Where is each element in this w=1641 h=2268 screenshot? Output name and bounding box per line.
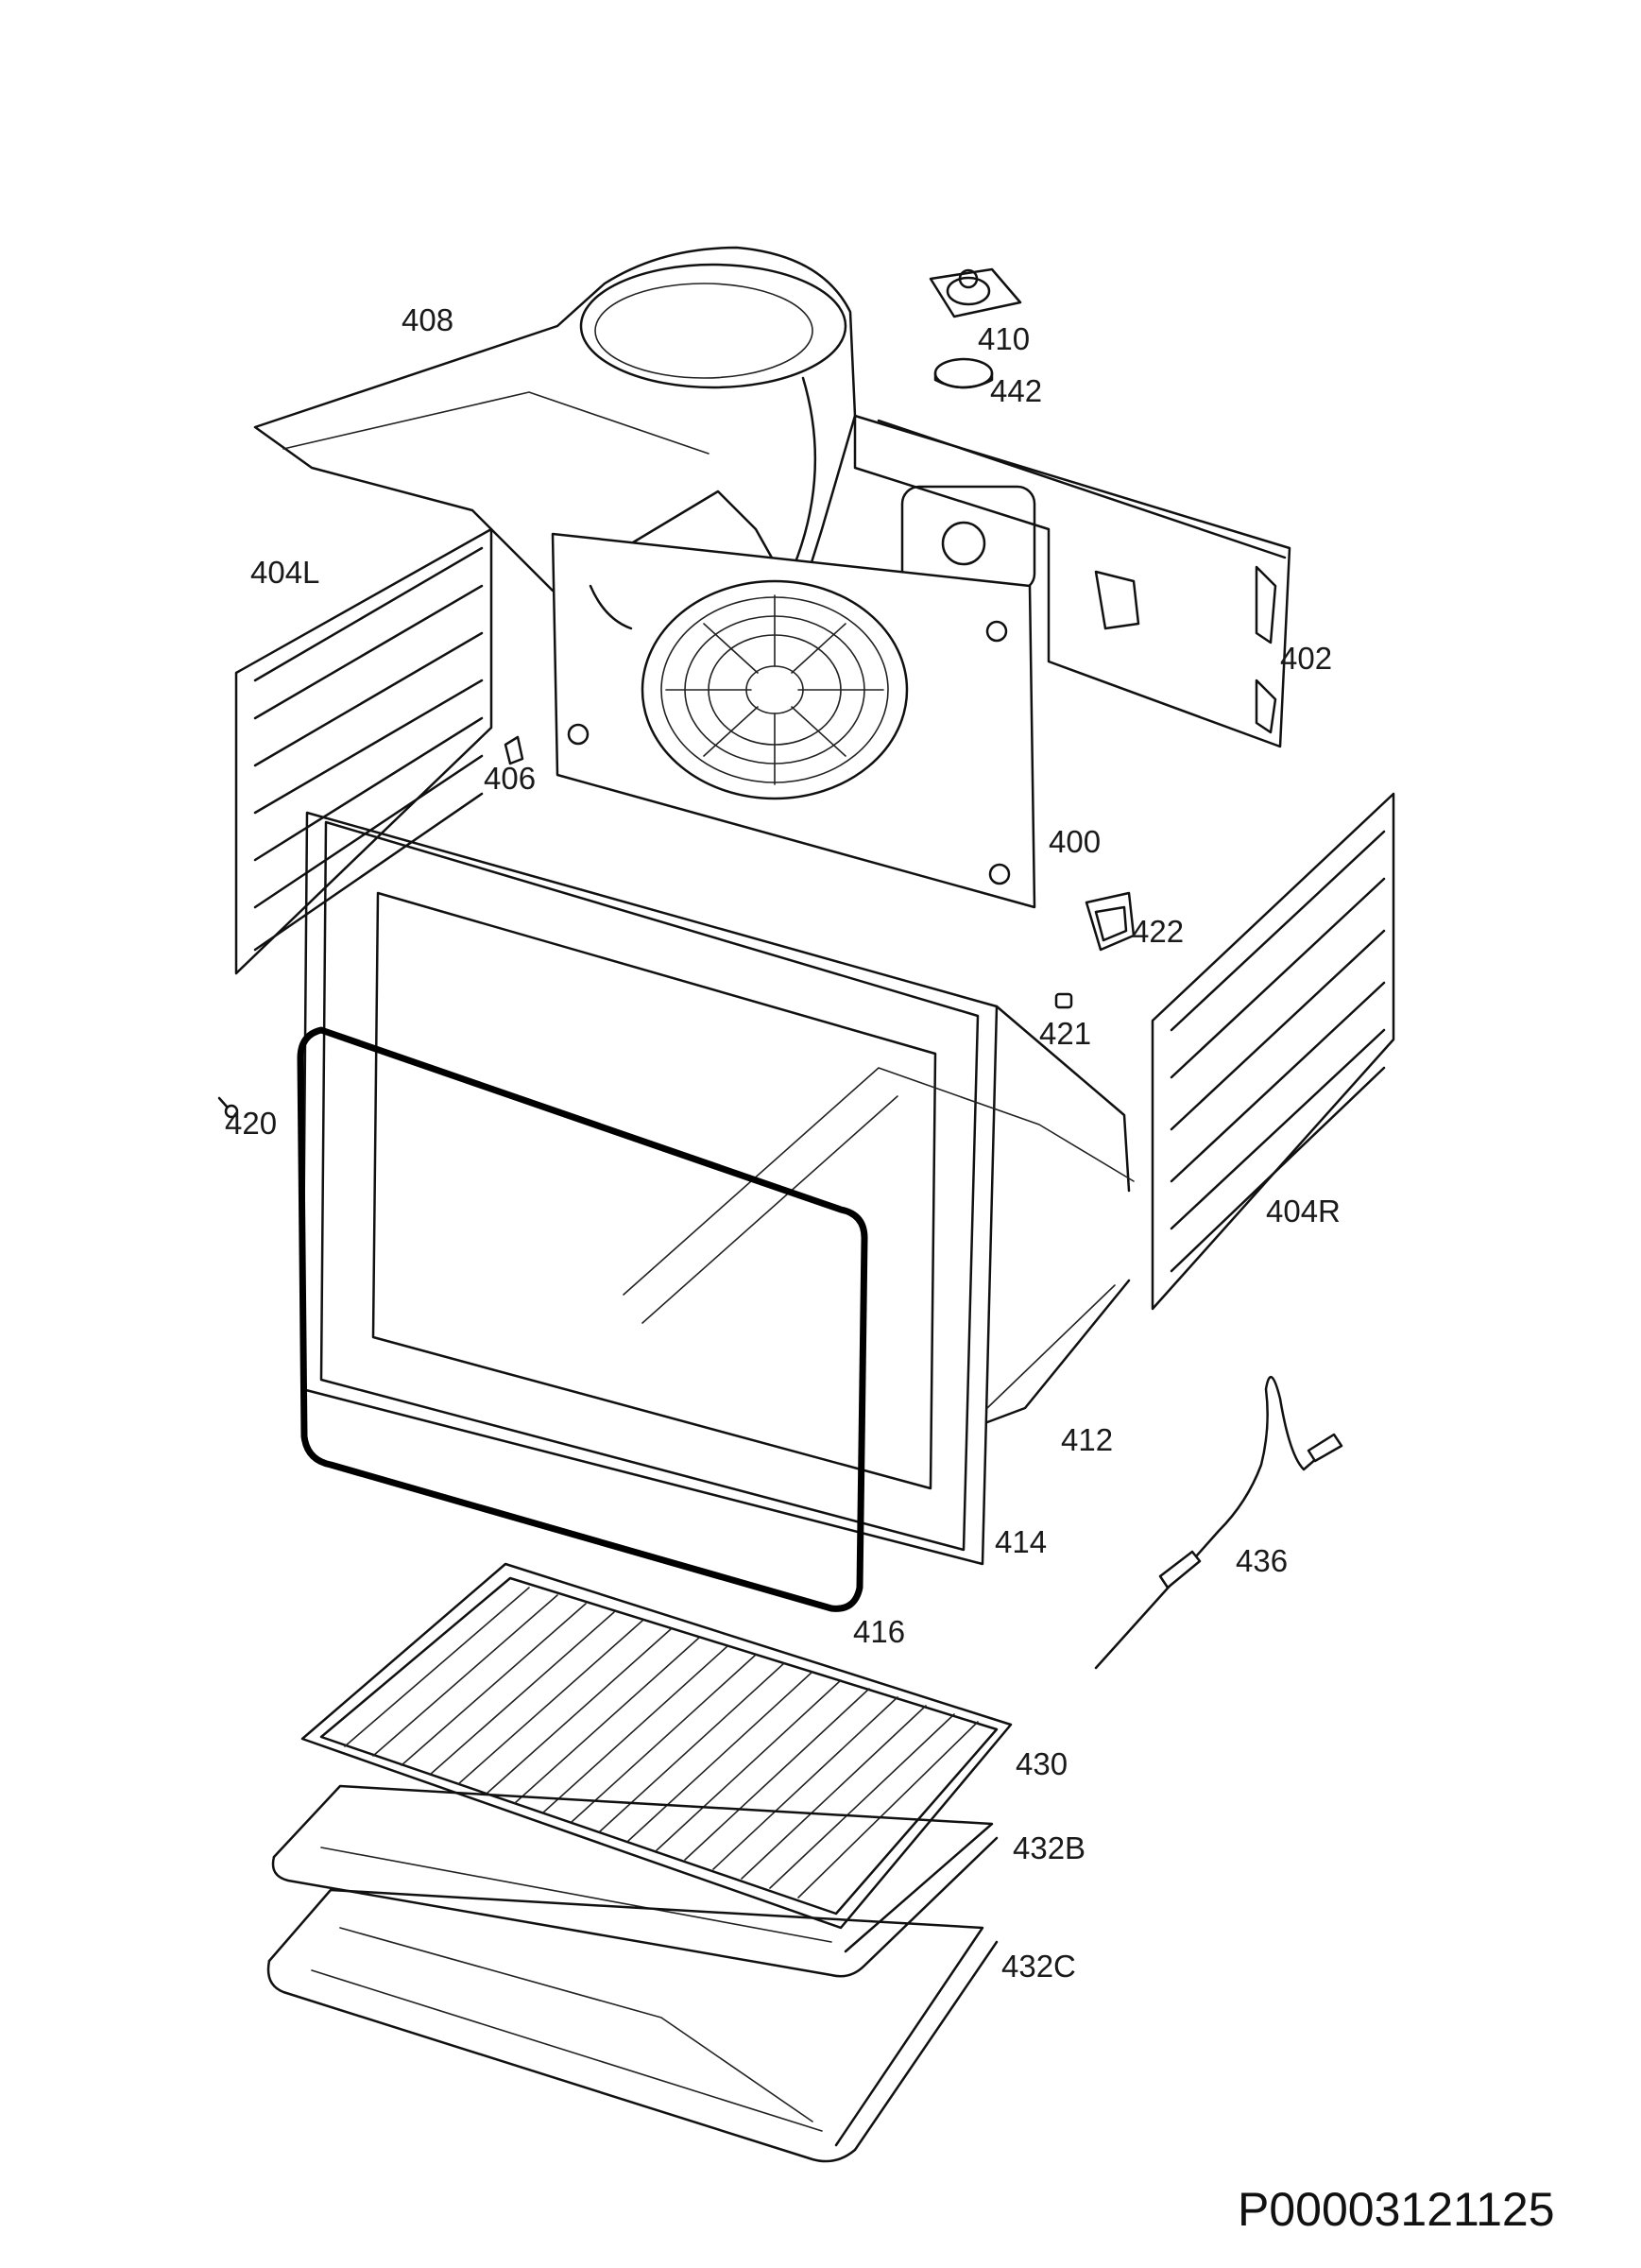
callout-404L: 404L (250, 555, 319, 590)
callout-416: 416 (853, 1614, 905, 1649)
part-414-oven-frame[interactable] (300, 811, 1131, 1566)
part-420-screw[interactable] (217, 1096, 239, 1119)
callout-402: 402 (1280, 641, 1332, 676)
part-412-cavity-floor[interactable] (623, 1067, 1135, 1409)
callout-436: 436 (1236, 1543, 1288, 1578)
callout-404R: 404R (1266, 1194, 1341, 1228)
callout-406: 406 (484, 761, 536, 796)
callout-410: 410 (978, 321, 1030, 356)
document-id: P00003121125 (1238, 2183, 1555, 2236)
callout-412: 412 (1061, 1422, 1113, 1457)
part-432B-shallow-tray[interactable] (271, 1784, 999, 1978)
part-400-back-panel[interactable] (551, 532, 1036, 909)
part-410-sensor[interactable] (929, 267, 1022, 318)
part-421-screw[interactable] (1054, 992, 1073, 1009)
part-416-door-gasket[interactable] (297, 1026, 868, 1612)
callout-414: 414 (995, 1524, 1047, 1559)
callout-420: 420 (225, 1106, 277, 1141)
callout-422: 422 (1132, 914, 1184, 949)
callout-442: 442 (990, 373, 1042, 408)
callout-408: 408 (402, 302, 453, 337)
part-404R-right-rack[interactable] (1151, 792, 1395, 1311)
part-430-grill-shelf[interactable] (300, 1562, 1013, 1930)
part-422-lamp-holder[interactable] (1085, 891, 1136, 952)
callout-430: 430 (1016, 1746, 1068, 1781)
callout-432C: 432C (1001, 1949, 1076, 1984)
callout-400: 400 (1049, 824, 1101, 859)
part-442-disc[interactable] (933, 357, 994, 389)
callout-432B: 432B (1013, 1830, 1085, 1865)
part-436-probe[interactable] (1094, 1376, 1343, 1670)
part-406-clip[interactable] (504, 735, 524, 765)
callout-421: 421 (1039, 1016, 1091, 1051)
part-402-rear-bracket[interactable] (853, 414, 1291, 748)
part-432C-deep-tray[interactable] (266, 1888, 999, 2163)
part-404L-left-rack[interactable] (234, 527, 493, 975)
